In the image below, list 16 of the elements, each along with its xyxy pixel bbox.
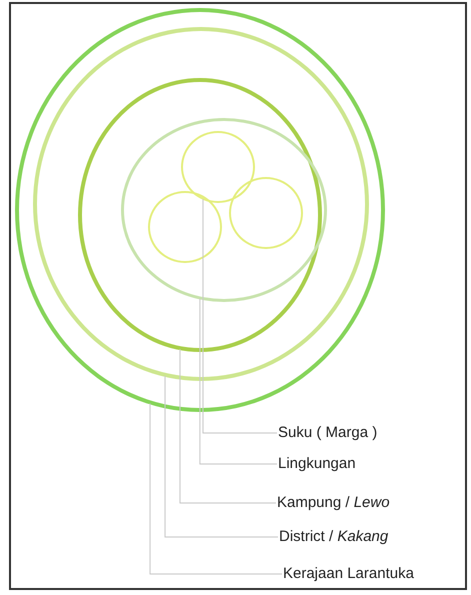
leader-line [164, 375, 278, 538]
level-label: Suku ( Marga ) [278, 424, 378, 442]
leader-line [150, 403, 282, 574]
level-label: Kerajaan Larantuka [283, 565, 414, 583]
level-label: Kampung / Lewo [277, 494, 390, 512]
level-label: Lingkungan [278, 455, 356, 473]
leader-line [180, 348, 276, 504]
ring-circle [181, 131, 255, 203]
leader-line [202, 198, 278, 434]
ring-circle [121, 118, 327, 302]
ring-circle [148, 191, 222, 263]
ring-circle [33, 27, 369, 381]
leader-line [199, 298, 278, 464]
ring-circle [15, 8, 385, 412]
ring-circle [229, 177, 303, 249]
level-label: District / Kakang [279, 528, 388, 546]
